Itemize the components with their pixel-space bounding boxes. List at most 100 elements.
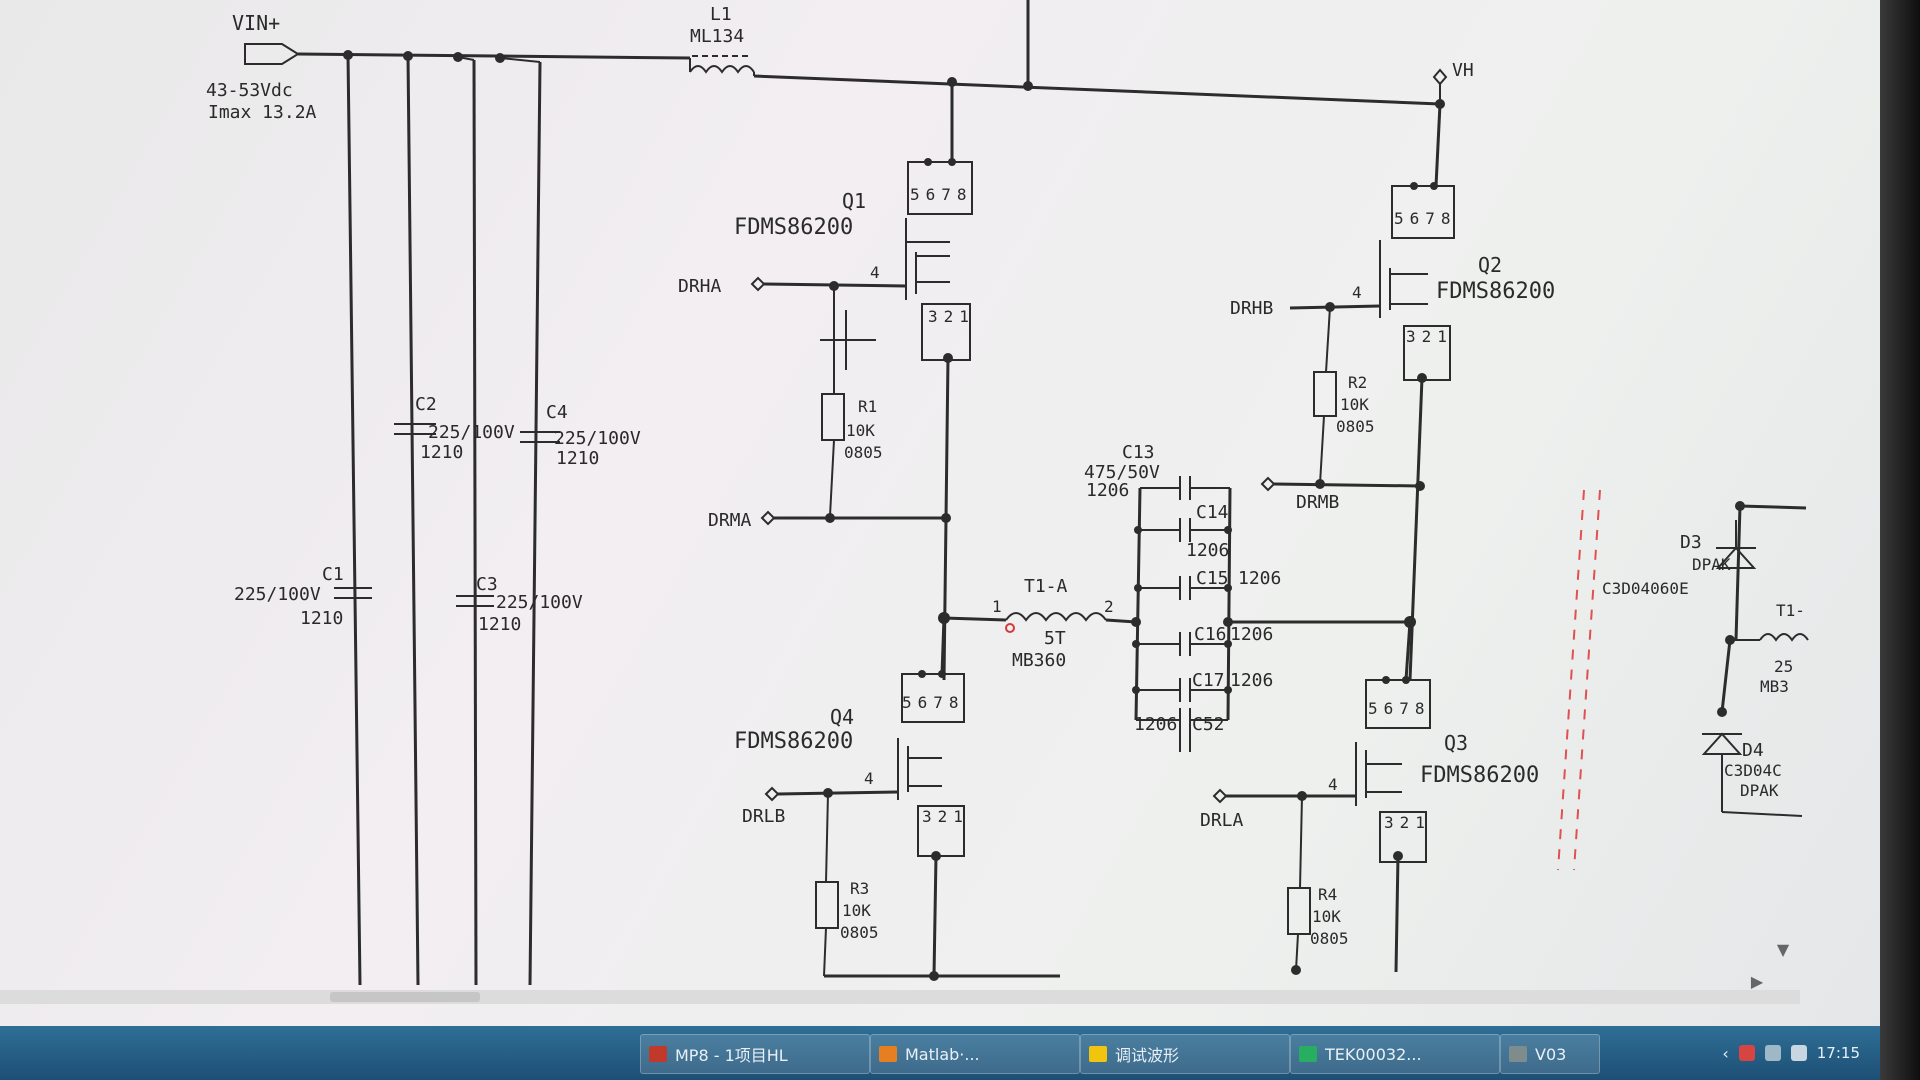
c17-pkg: 1206	[1230, 670, 1273, 691]
c52-ref: C52	[1192, 714, 1225, 735]
t1a-turns: 5T	[1044, 628, 1066, 649]
vh-label: VH	[1452, 60, 1474, 81]
q1-ref: Q1	[842, 189, 866, 213]
t1-partial-turns: 25	[1774, 657, 1793, 676]
q3-ref: Q3	[1444, 731, 1468, 755]
taskbar-item-folder[interactable]: 调试波形	[1080, 1034, 1290, 1074]
c3-pkg: 1210	[478, 614, 521, 635]
resistor-r3	[815, 881, 839, 929]
isolation-barrier	[1557, 489, 1601, 871]
monitor-bezel	[1880, 0, 1920, 1080]
c13-value: 475/50V	[1084, 462, 1160, 483]
tray-expand-icon[interactable]: ‹	[1722, 1043, 1729, 1063]
c1-value: 225/100V	[234, 584, 321, 605]
app-icon	[649, 1046, 667, 1062]
capacitor-c1	[334, 587, 372, 599]
t1a-core: MB360	[1012, 650, 1066, 671]
vin-range-label: 43-53Vdc	[206, 80, 293, 101]
taskbar-item-label: 调试波形	[1115, 1046, 1180, 1065]
drla-label: DRLA	[1200, 810, 1244, 831]
app-icon	[879, 1046, 897, 1062]
capacitor-c3	[456, 595, 494, 607]
c16-pkg: 1206	[1230, 624, 1273, 645]
r4-pkg: 0805	[1310, 929, 1349, 948]
taskbar-item-tek[interactable]: TEK00032...	[1290, 1034, 1500, 1074]
r1-ref: R1	[858, 397, 877, 416]
q1-drain-pins: 5678	[910, 185, 973, 204]
horizontal-scrollbar[interactable]	[0, 990, 1800, 1004]
window-icon	[1509, 1046, 1527, 1062]
image-icon	[1299, 1046, 1317, 1062]
c1-pkg: 1210	[300, 608, 343, 629]
inductor-l1	[689, 55, 755, 76]
r3-pkg: 0805	[840, 923, 879, 942]
q4-part: FDMS86200	[734, 729, 853, 754]
volume-icon[interactable]	[1790, 1045, 1807, 1061]
taskbar-item-matlab[interactable]: Matlab·...	[870, 1034, 1080, 1074]
capacitor-bank	[1136, 476, 1230, 752]
scrollbar-thumb[interactable]	[330, 992, 480, 1002]
t1a-pin2: 2	[1104, 597, 1114, 616]
taskbar-item-label: Matlab·...	[905, 1044, 980, 1064]
c16-ref: C16	[1194, 624, 1227, 645]
taskbar-item-mp8[interactable]: MP8 - 1项目HL	[640, 1034, 870, 1074]
q4-drain-pins: 5678	[902, 693, 965, 712]
chevron-down-icon[interactable]: ▼	[1776, 939, 1790, 959]
chevron-right-icon[interactable]: ▶	[1750, 971, 1764, 991]
c2-value: 225/100V	[428, 422, 515, 443]
c3-value: 225/100V	[496, 592, 583, 613]
r4-value: 10K	[1312, 907, 1341, 926]
c13-pkg: 1206	[1086, 480, 1129, 501]
q1-part: FDMS86200	[734, 215, 853, 240]
t1a-ref: T1-A	[1024, 576, 1068, 597]
monitor-screen: VIN+ 43-53Vdc Imax 13.2A L1 ML134 VH	[0, 0, 1880, 1080]
folder-icon	[1089, 1046, 1107, 1062]
q2-gate-pin: 4	[1352, 283, 1362, 302]
d3-ref: D3	[1680, 532, 1702, 553]
q2-ref: Q2	[1478, 253, 1502, 277]
diode-d4	[1701, 732, 1803, 817]
l1-ref: L1	[710, 4, 732, 25]
transformer-t1a	[1005, 612, 1107, 633]
drma-label: DRMA	[708, 510, 752, 531]
q4-source-pins: 321	[922, 807, 969, 826]
c14-ref: C14	[1196, 502, 1229, 523]
r3-ref: R3	[850, 879, 869, 898]
mosfet-q2	[1379, 182, 1455, 383]
q3-part: FDMS86200	[1420, 763, 1539, 788]
r2-value: 10K	[1340, 395, 1369, 414]
network-icon[interactable]	[1764, 1045, 1781, 1061]
drhb-label: DRHB	[1230, 298, 1273, 319]
c13-ref: C13	[1122, 442, 1155, 463]
d4-part: C3D04C	[1724, 761, 1782, 780]
taskbar-item-v03[interactable]: V03	[1500, 1034, 1600, 1074]
c15-pkg: 1206	[1238, 568, 1281, 589]
capacitor-c2	[394, 423, 436, 435]
drha-label: DRHA	[678, 276, 722, 297]
system-tray: ‹ 17:15	[1722, 1036, 1860, 1070]
c17-ref: C17	[1192, 670, 1225, 691]
r2-pkg: 0805	[1336, 417, 1375, 436]
vin-label: VIN+	[232, 11, 280, 35]
l1-value: ML134	[690, 26, 744, 47]
antivirus-icon[interactable]	[1738, 1045, 1755, 1061]
taskbar-item-label: MP8 - 1项目HL	[675, 1046, 788, 1065]
c14-pkg: 1206	[1186, 540, 1229, 561]
r3-value: 10K	[842, 901, 871, 920]
resistor-r2	[1313, 371, 1337, 417]
d3-pkg: DPAK	[1692, 555, 1731, 574]
q3-gate-pin: 4	[1328, 775, 1338, 794]
q4-ref: Q4	[830, 705, 854, 729]
imax-label: Imax 13.2A	[208, 102, 317, 123]
vin-connector	[244, 43, 300, 65]
t1-partial-ref: T1-	[1776, 601, 1805, 620]
drmb-label: DRMB	[1296, 492, 1339, 513]
resistor-r1	[821, 393, 845, 441]
c4-value: 225/100V	[554, 428, 641, 449]
clock[interactable]: 17:15	[1816, 1044, 1860, 1062]
c15-ref: C15	[1196, 568, 1229, 589]
c3-ref: C3	[476, 574, 498, 595]
q2-part: FDMS86200	[1436, 279, 1555, 304]
q4-gate-pin: 4	[864, 769, 874, 788]
d4-pkg: DPAK	[1740, 781, 1779, 800]
